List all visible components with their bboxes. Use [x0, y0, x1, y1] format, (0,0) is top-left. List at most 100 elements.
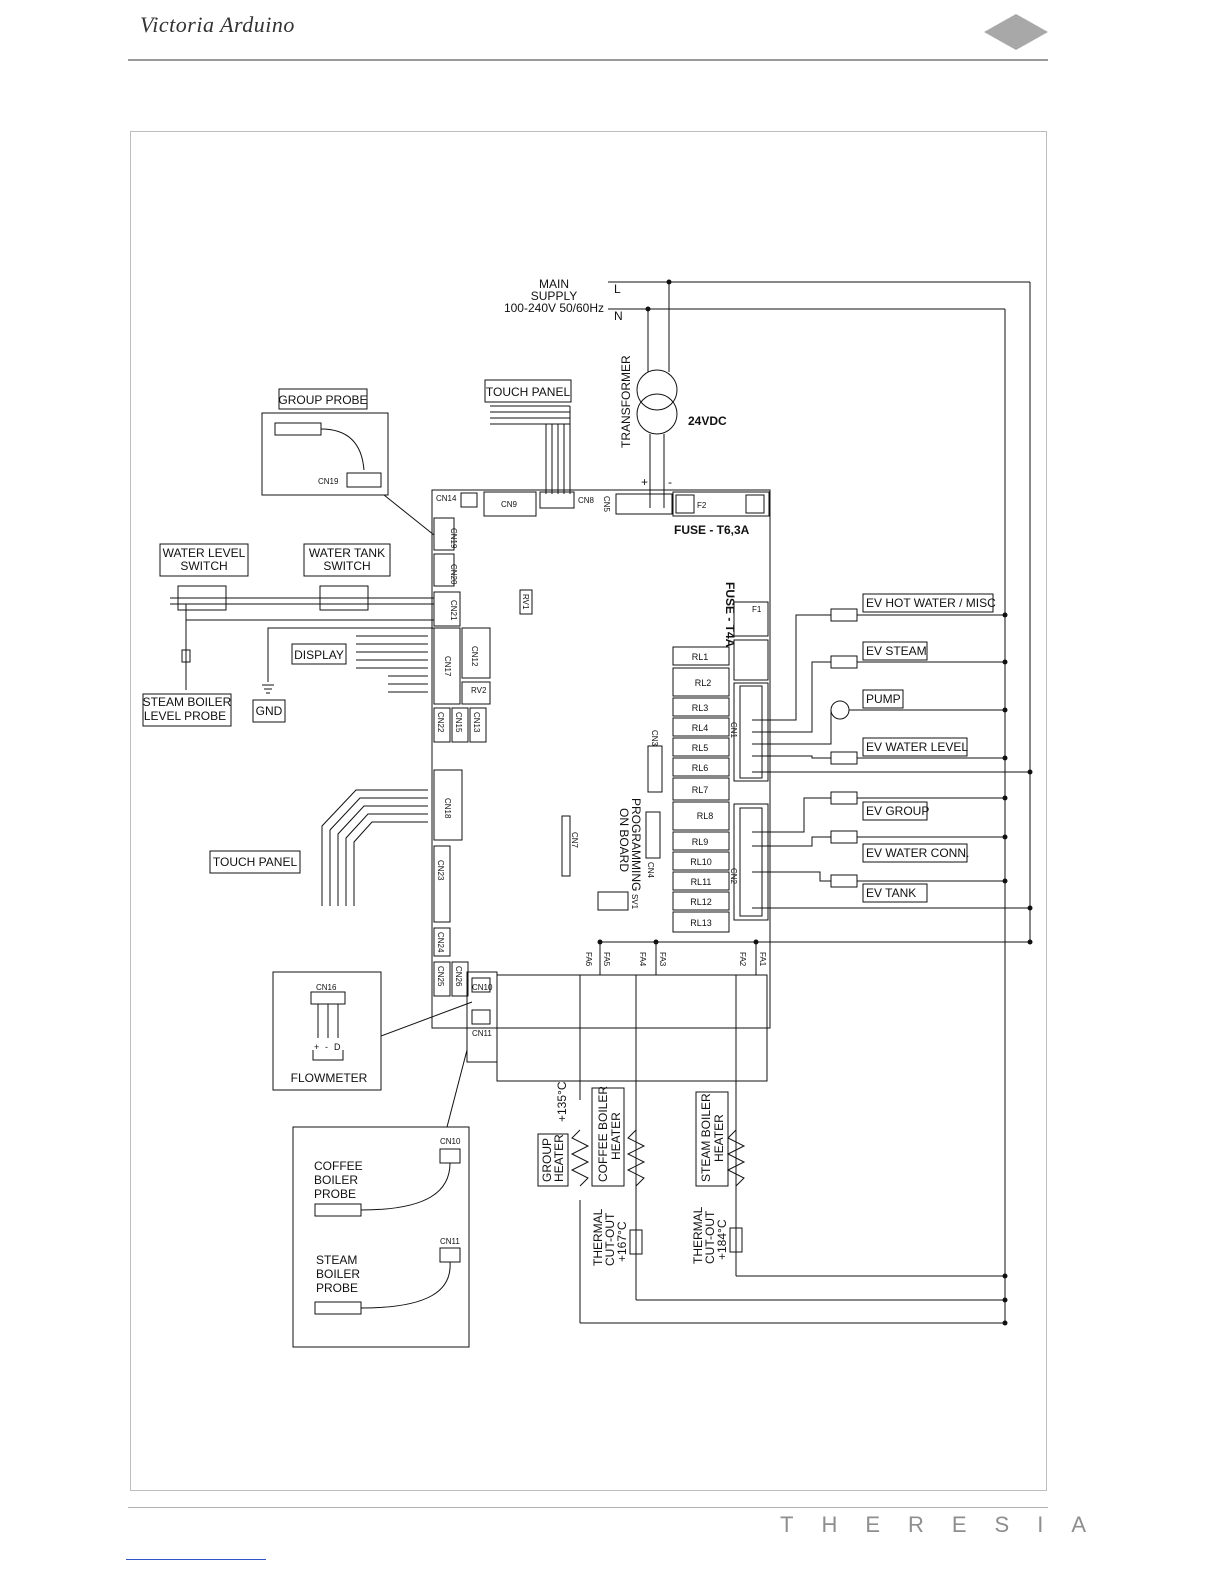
- fuse-small-label: FUSE - T4A: [723, 582, 737, 648]
- relay-label: RL13: [690, 918, 712, 928]
- coffee-boiler-probe-label-2: BOILER: [314, 1173, 358, 1187]
- output-ev-water-level: EV WATER LEVEL: [866, 740, 968, 754]
- group-heater-label-2: HEATER: [552, 1134, 566, 1182]
- cn2-label: CN2: [729, 868, 738, 885]
- display-label: DISPLAY: [294, 648, 344, 662]
- cn16-label: CN16: [316, 983, 337, 992]
- supply-label-1: MAIN: [539, 277, 569, 291]
- cn24-label: CN24: [436, 932, 445, 953]
- fa-label: FA2: [738, 952, 747, 967]
- relay-label: RL9: [692, 837, 709, 847]
- rv2-label: RV2: [471, 686, 487, 695]
- relay-label: RL2: [695, 678, 712, 688]
- cn1-label: CN1: [729, 722, 738, 739]
- flowmeter-pin-minus: -: [325, 1042, 328, 1052]
- coffee-heater-label-2: HEATER: [609, 1112, 623, 1160]
- gnd-label: GND: [256, 704, 283, 718]
- line-L: L: [614, 282, 621, 296]
- water-tank-switch-label-2: SWITCH: [323, 559, 370, 573]
- cn15-label: CN15: [454, 712, 463, 733]
- coffee-boiler-probe-label-3: PROBE: [314, 1187, 356, 1201]
- cn4-label: CN4: [646, 862, 655, 879]
- fa-label: FA3: [658, 952, 667, 967]
- cutout-184-label-3: +184°C: [715, 1219, 729, 1260]
- cn7-label: CN7: [570, 832, 579, 849]
- cn3-label: CN3: [650, 730, 659, 747]
- output-ev-tank: EV TANK: [866, 886, 916, 900]
- coffee-boiler-probe-label-1: COFFEE: [314, 1159, 363, 1173]
- flowmeter-pin-d: D: [334, 1042, 341, 1052]
- water-level-switch-label-2: SWITCH: [180, 559, 227, 573]
- output-ev-water-conn: EV WATER CONN.: [866, 846, 969, 860]
- footer-link-rule: [126, 1559, 266, 1560]
- cn21-label: CN21: [449, 600, 458, 621]
- relay-label: RL4: [692, 723, 709, 733]
- relay-label: RL7: [692, 785, 709, 795]
- relay-label: RL12: [690, 897, 712, 907]
- steam-boiler-probe-label-3: PROBE: [316, 1281, 358, 1295]
- group-probe-label: GROUP PROBE: [278, 393, 367, 407]
- relay-label: RL10: [690, 857, 712, 867]
- coffee-heater-label-1: COFFEE BOILER: [596, 1086, 610, 1182]
- supply-label-2: SUPPLY: [531, 289, 577, 303]
- cn19-board-label: CN19: [449, 528, 458, 549]
- touch-panel-top-label: TOUCH PANEL: [486, 385, 571, 399]
- fa-label: FA5: [602, 952, 611, 967]
- fa-label: FA1: [758, 952, 767, 967]
- fa-label: FA6: [584, 952, 593, 967]
- relay-label: RL8: [697, 811, 714, 821]
- cutout-167-label-2: CUT-OUT: [603, 1212, 617, 1266]
- cn23-label: CN23: [436, 860, 445, 881]
- cutout-167-label-1: THERMAL: [591, 1208, 605, 1266]
- cn9-label: CN9: [501, 500, 518, 509]
- group-heater-label-1: GROUP: [540, 1138, 554, 1182]
- relay-label: RL11: [691, 877, 712, 887]
- minus-label: -: [668, 475, 672, 489]
- vdc-label: 24VDC: [688, 414, 727, 428]
- water-tank-switch-label-1: WATER TANK: [309, 546, 385, 560]
- flowmeter-pin-plus: +: [314, 1042, 319, 1052]
- steam-boiler-probe-label-1: STEAM: [316, 1253, 357, 1267]
- fuse-main-label: FUSE - T6,3A: [674, 523, 750, 537]
- cn22-label: CN22: [436, 712, 445, 733]
- footer-model-name: THERESIA: [780, 1512, 1115, 1537]
- cn13-label: CN13: [472, 712, 481, 733]
- supply-label-3: 100-240V 50/60Hz: [504, 301, 604, 315]
- rv1-label: RV1: [521, 594, 530, 610]
- cn5-label: CN5: [602, 496, 611, 513]
- output-pump: PUMP: [866, 692, 901, 706]
- f2-label: F2: [697, 501, 707, 510]
- relay-label: RL3: [692, 703, 709, 713]
- cn12-label: CN12: [470, 646, 479, 667]
- cn10-probe-label: CN10: [440, 1137, 461, 1146]
- relay-label: RL6: [692, 763, 709, 773]
- touch-panel-left-label: TOUCH PANEL: [213, 855, 298, 869]
- cn14-label: CN14: [436, 494, 457, 503]
- cn11-board-label: CN11: [472, 1029, 492, 1038]
- cn26-label: CN26: [454, 966, 463, 987]
- plus-label: +: [641, 475, 648, 489]
- cn17-label: CN17: [443, 656, 452, 677]
- cn25-label: CN25: [436, 966, 445, 987]
- sv1-label: SV1: [630, 894, 639, 910]
- output-ev-hot-water: EV HOT WATER / MISC: [866, 596, 996, 610]
- cn19-label: CN19: [318, 477, 339, 486]
- flowmeter-label: FLOWMETER: [291, 1071, 368, 1085]
- programming-label-1: PROGRAMMING: [629, 798, 643, 891]
- group-temp-label: +135°C: [555, 1081, 569, 1122]
- cutout-184-label-1: THERMAL: [691, 1206, 705, 1264]
- transformer-label: TRANSFORMER: [619, 355, 633, 448]
- output-ev-steam: EV STEAM: [866, 644, 927, 658]
- line-N: N: [614, 309, 623, 323]
- footer-rule: [128, 1507, 1048, 1508]
- cn20-label: CN20: [449, 564, 458, 585]
- f1-label: F1: [752, 605, 762, 614]
- steam-boiler-probe-label-2: BOILER: [316, 1267, 360, 1281]
- programming-label-2: ON BOARD: [617, 808, 631, 872]
- brand-logo: Victoria Arduino: [140, 12, 295, 37]
- cutout-167-label-3: +167°C: [615, 1221, 629, 1262]
- header-diamond-icon: [984, 14, 1048, 50]
- cn8-label: CN8: [578, 496, 595, 505]
- steam-boiler-level-probe-label-2: LEVEL PROBE: [144, 709, 226, 723]
